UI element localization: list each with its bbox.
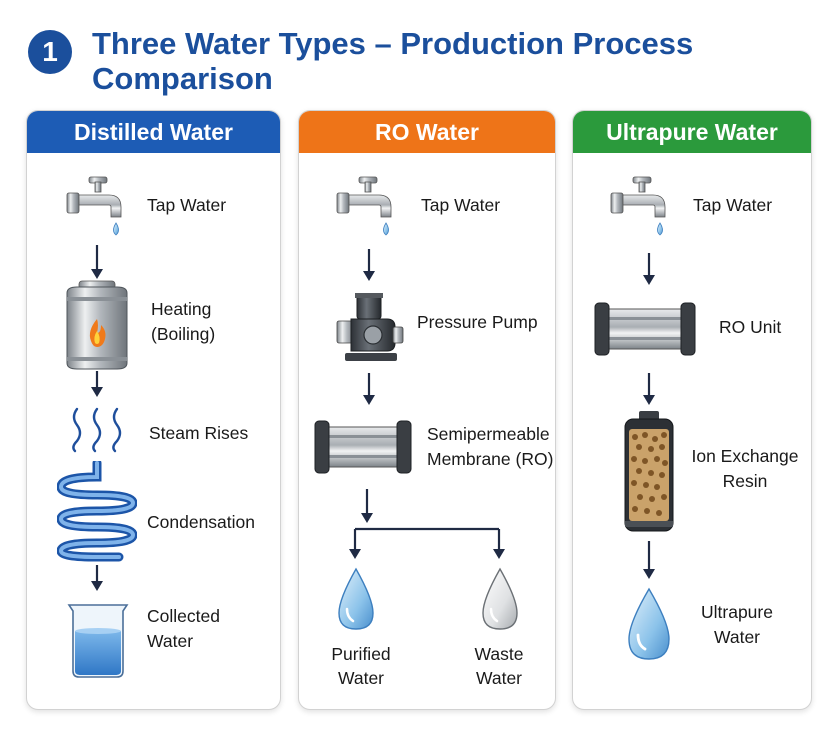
step-tap-water: Tap Water: [421, 195, 501, 215]
pump-icon: [336, 293, 404, 361]
panel-title: Ultrapure Water: [573, 111, 811, 153]
faucet-icon: [336, 176, 392, 236]
faucet-icon: [66, 176, 122, 236]
boiler-icon: [66, 280, 128, 370]
flow-arrows: [349, 249, 505, 559]
output-waste: Waste: [474, 644, 524, 664]
ro-unit-icon: [594, 302, 696, 356]
panel-title: Distilled Water: [27, 111, 280, 153]
clear-drop-icon: [338, 567, 374, 630]
distilled-water-panel: Distilled Water Tap Water Heating (Boili…: [26, 110, 281, 710]
resin-column-icon: [624, 411, 674, 532]
step-ro-unit: RO Unit: [719, 317, 782, 337]
output-purified-water: Water: [337, 668, 385, 688]
step-pressure-pump: Pressure Pump: [417, 312, 538, 332]
step-ultrapure: Ultrapure: [701, 602, 773, 622]
steam-icon: [72, 407, 122, 453]
step-steam-rises: Steam Rises: [149, 423, 249, 443]
step-tap-water: Tap Water: [147, 195, 227, 215]
step-ion-exchange: Ion Exchange: [691, 446, 799, 466]
output-purified: Purified: [331, 644, 391, 664]
step-boiling: (Boiling): [151, 324, 216, 344]
grey-drop-icon: [482, 567, 518, 630]
step-tap-water: Tap Water: [693, 195, 773, 215]
step-resin: Resin: [722, 471, 768, 491]
step-ultrapure-water: Water: [713, 627, 761, 647]
ro-water-panel: RO Water Tap Water Pressure Pump: [298, 110, 556, 710]
header: 1 Three Water Types – Production Process…: [28, 26, 808, 100]
step-condensation: Condensation: [147, 512, 255, 532]
condenser-coil-icon: [57, 461, 137, 562]
faucet-icon: [610, 176, 666, 236]
ultrapure-water-panel: Ultrapure Water Tap Water RO Unit: [572, 110, 812, 710]
step-semipermeable: Semipermeable: [427, 424, 550, 444]
step-number-badge: 1: [28, 30, 72, 74]
step-heating: Heating: [151, 299, 212, 319]
water-drop-icon: [628, 587, 670, 660]
flow-arrows: [91, 245, 103, 591]
panel-title: RO Water: [299, 111, 555, 153]
page-title: Three Water Types – Production Process C…: [92, 26, 694, 96]
output-waste-water: Water: [475, 668, 523, 688]
beaker-icon: [67, 604, 129, 678]
step-collected-water: Water: [147, 631, 194, 651]
flow-arrows: [643, 253, 655, 579]
step-membrane-ro: Membrane (RO): [427, 449, 554, 469]
membrane-icon: [314, 420, 412, 474]
step-collected: Collected: [147, 606, 220, 626]
